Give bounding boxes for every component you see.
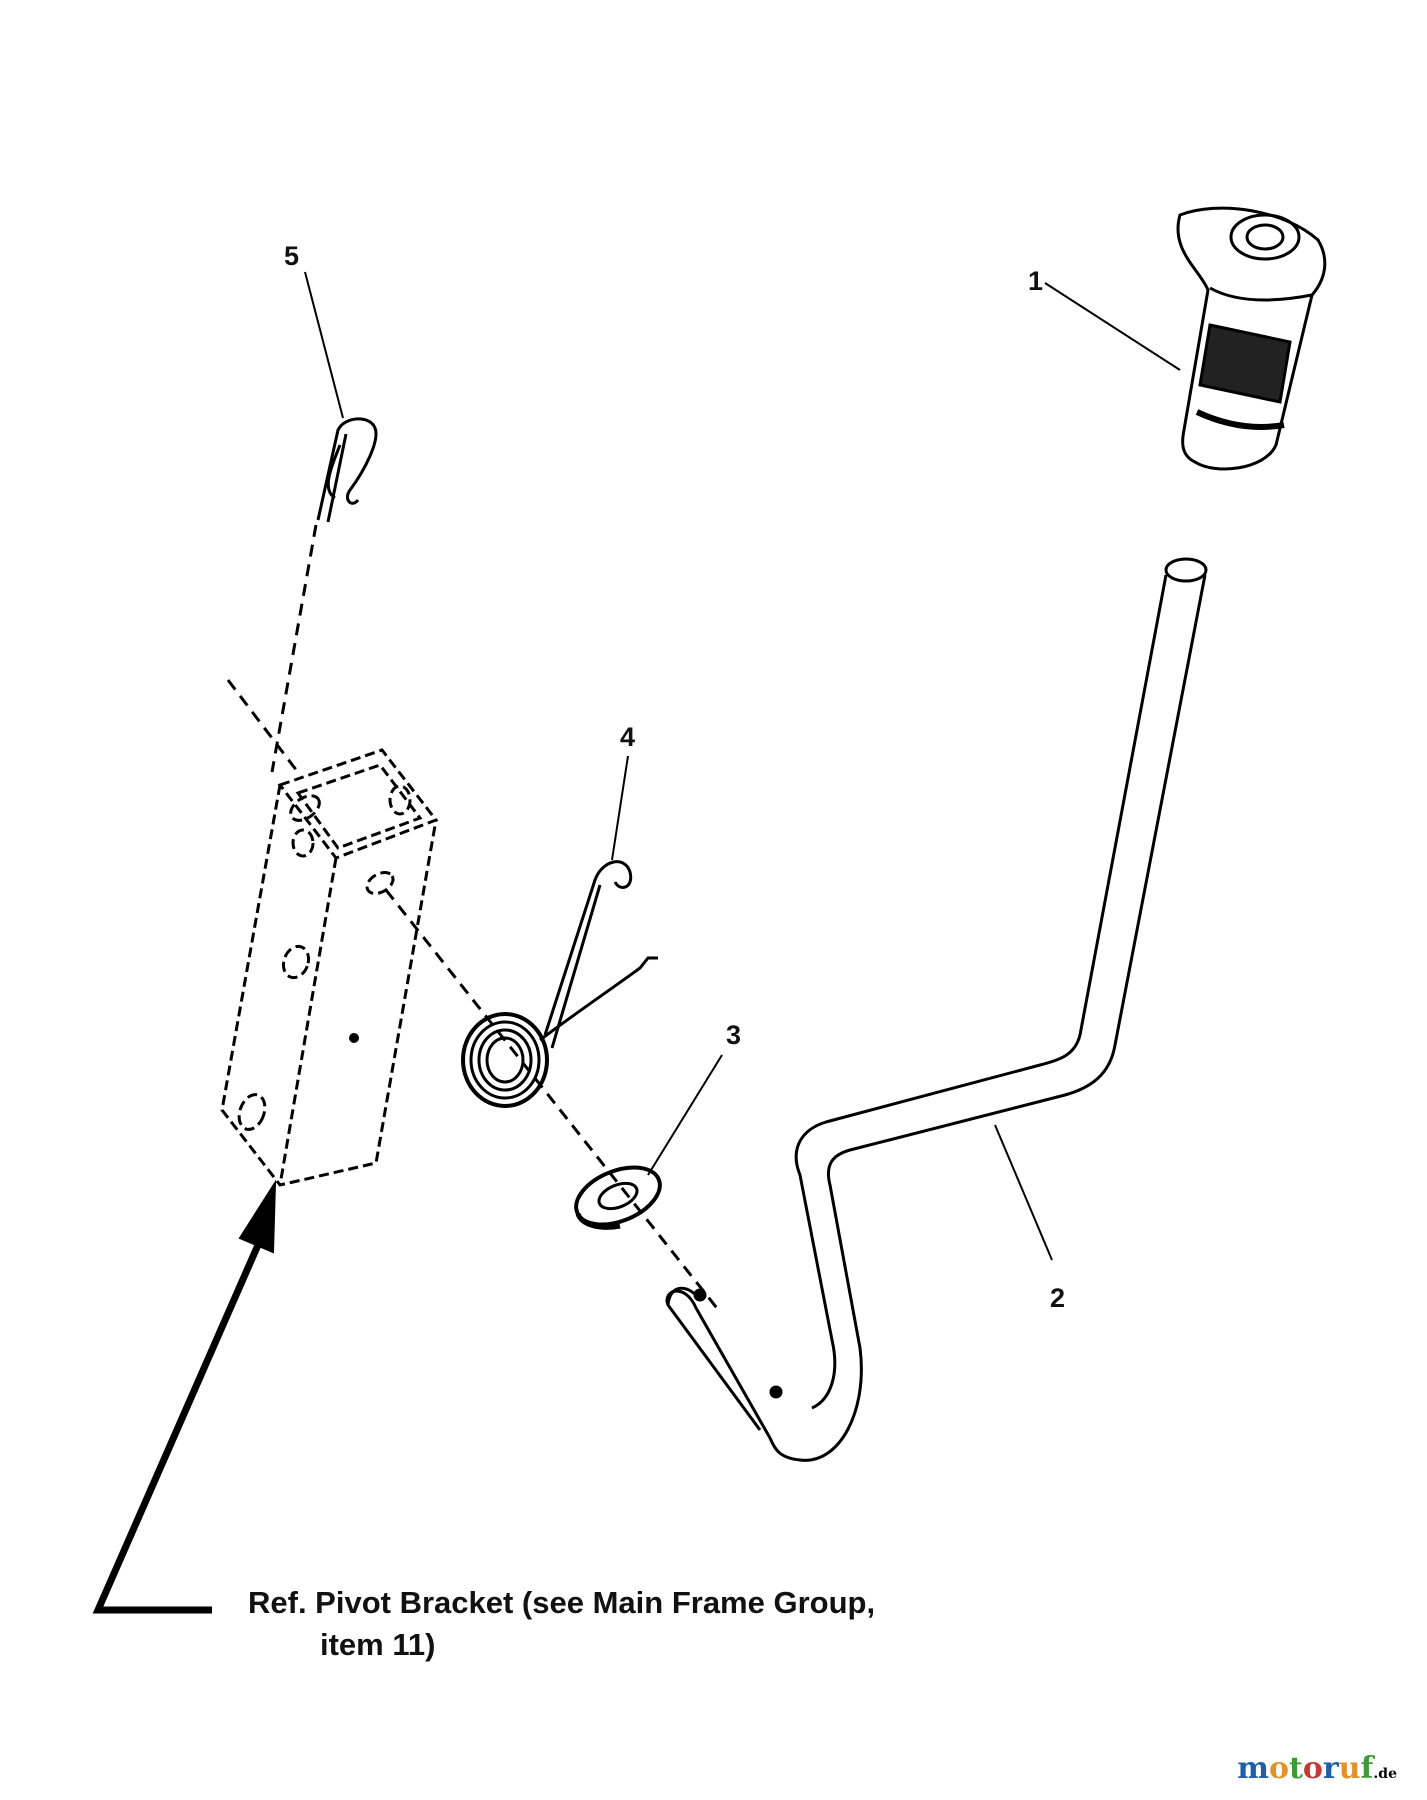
callout-1: 1 — [1028, 266, 1043, 296]
callout-2: 2 — [1050, 1283, 1065, 1313]
reference-line-2: item 11) — [320, 1627, 436, 1662]
assembly-lines — [226, 524, 722, 1313]
reference-line-1: Ref. Pivot Bracket (see Main Frame Group… — [248, 1585, 876, 1620]
watermark-text: motoruf — [1237, 1751, 1373, 1786]
callout-4: 4 — [620, 722, 635, 752]
leader-line-3 — [647, 1054, 723, 1176]
leader-line-4 — [611, 755, 629, 861]
leader-line-1 — [1044, 282, 1181, 371]
watermark-tld: .de — [1373, 1766, 1397, 1782]
reference-note: Ref. Pivot Bracket (see Main Frame Group… — [248, 1582, 875, 1666]
hairpin-clip-icon — [316, 417, 378, 523]
watermark-letter: o — [1269, 1751, 1290, 1786]
reference-arrow — [92, 1179, 277, 1614]
watermark-letter: m — [1237, 1751, 1269, 1786]
grip-icon — [1176, 206, 1327, 471]
torsion-spring-icon — [461, 860, 658, 1108]
callout-3: 3 — [726, 1020, 741, 1050]
bracket-hole — [349, 1033, 359, 1043]
lever-rod-icon — [665, 557, 1208, 1462]
watermark-letter: o — [1302, 1751, 1323, 1786]
callout-5: 5 — [284, 241, 299, 271]
watermark: motoruf.de — [1237, 1751, 1397, 1786]
pivot-bracket-icon — [220, 748, 439, 1187]
watermark-letter: u — [1338, 1751, 1361, 1786]
leader-line-5 — [304, 271, 344, 419]
watermark-letter: f — [1360, 1751, 1374, 1786]
leader-line-2 — [994, 1124, 1053, 1261]
watermark-letter: t — [1289, 1751, 1303, 1786]
watermark-letter: r — [1322, 1751, 1339, 1786]
